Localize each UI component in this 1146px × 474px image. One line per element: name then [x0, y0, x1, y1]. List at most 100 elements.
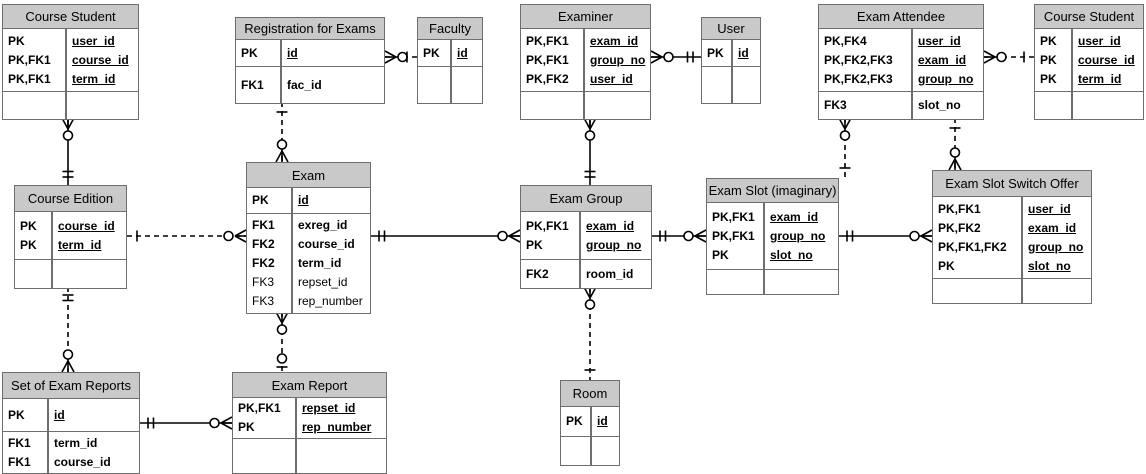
field-name: slot_no [770, 247, 813, 262]
attribute-section: PK id [418, 40, 482, 66]
entity-title: Course Student [3, 5, 138, 29]
empty-section [1035, 91, 1143, 119]
key-label: PK [20, 218, 37, 233]
connector-exam--exam-group [371, 229, 521, 243]
empty-section [933, 278, 1091, 303]
empty-section [233, 438, 386, 473]
entity-title: Faculty [418, 18, 482, 40]
entity-title: Examiner [521, 5, 650, 29]
field-name: group_no [770, 228, 826, 243]
field-row: FK3 rep_number [247, 292, 370, 311]
field-name: user_id [1078, 33, 1121, 48]
column-divider [731, 67, 733, 103]
column-divider [65, 92, 67, 119]
field-name: group_no [586, 237, 642, 252]
field-name: repset_id [302, 401, 356, 415]
column-divider [579, 212, 581, 259]
field-name: course_id [58, 218, 115, 233]
key-label: PK,FK1 [526, 52, 569, 67]
connector-exam-attendee--exam-slot-imaginary [838, 117, 852, 178]
field-name: group_no [590, 52, 646, 67]
column-divider [450, 40, 452, 66]
column-divider [65, 29, 67, 91]
field-name: id [738, 45, 749, 60]
connector-examiner--user [650, 50, 701, 64]
key-label: PK [1040, 52, 1057, 67]
column-divider [51, 260, 53, 288]
empty-section [3, 91, 138, 119]
field-name: exam_id [590, 33, 639, 48]
field-name: rep_number [298, 294, 363, 308]
entity-title: Course Student [1035, 5, 1143, 29]
key-label: PK [238, 420, 255, 434]
entity-title: Registration for Exams [236, 18, 384, 40]
field-name: id [287, 45, 298, 60]
key-label: PK,FK1 [938, 201, 981, 216]
connector-registration-for-exams--exam [275, 102, 289, 163]
column-divider [291, 188, 293, 213]
key-label: FK3 [252, 294, 275, 308]
entity-title: Set of Exam Reports [3, 373, 139, 399]
field-name: group_no [918, 71, 974, 86]
field-name: exreg_id [298, 218, 348, 232]
key-label: PK,FK1 [712, 209, 755, 224]
field-name: slot_no [918, 98, 961, 112]
entity-title: Exam Report [233, 373, 386, 398]
empty-section [15, 259, 126, 288]
field-name: user_id [1028, 201, 1071, 216]
connector-exam-attendee--exam-slot-switch-offer [948, 118, 962, 171]
field-name: id [457, 45, 468, 60]
entity-title: Exam [247, 163, 370, 188]
field-name: term_id [72, 71, 116, 86]
connector-exam--exam-report [275, 311, 289, 372]
entity-title: User [702, 18, 760, 40]
field-name: exam_id [918, 52, 967, 67]
column-divider [295, 439, 297, 473]
connector-exam-group--exam-slot-imaginary [652, 229, 707, 243]
connector-course-edition--set-of-exam-reports [61, 287, 75, 373]
key-label: FK1 [8, 435, 31, 450]
key-label: PK [423, 45, 440, 60]
key-label: PK,FK1 [526, 33, 569, 48]
key-label: PK,FK1 [8, 71, 51, 86]
column-divider [911, 29, 913, 91]
column-divider [763, 203, 765, 269]
key-label: PK,FK2 [526, 71, 569, 86]
column-divider [590, 407, 592, 436]
field-name: term_id [54, 435, 98, 450]
column-divider [47, 399, 49, 431]
key-label: PK [707, 45, 724, 60]
empty-section [418, 66, 482, 103]
field-row: PK id [418, 44, 482, 63]
field-name: user_id [72, 33, 115, 48]
